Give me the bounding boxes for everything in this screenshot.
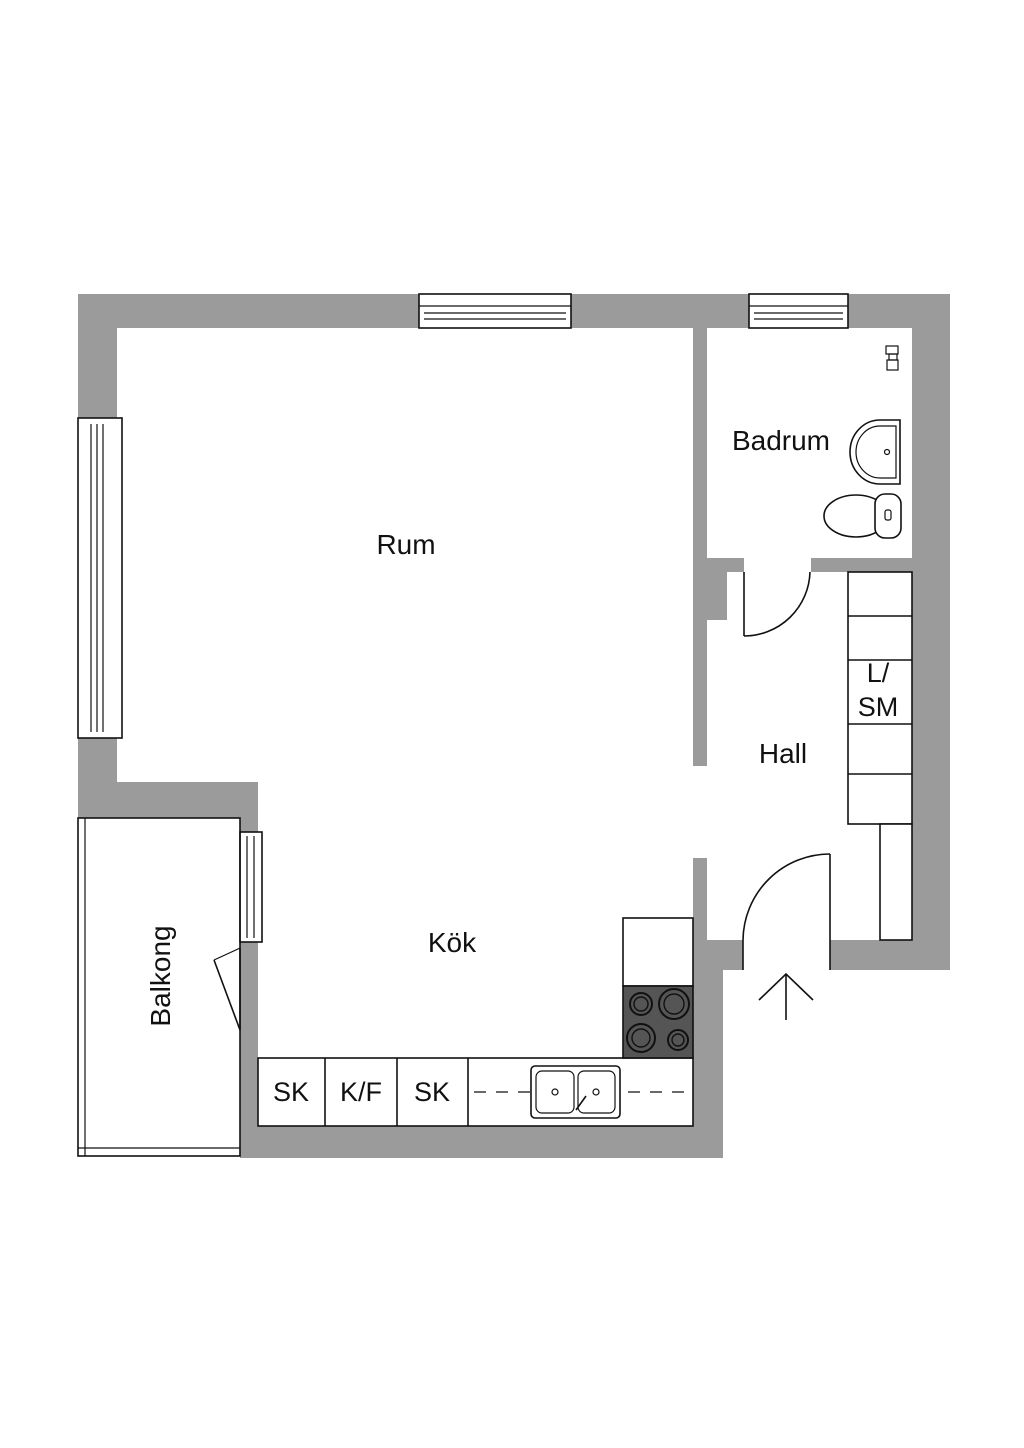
room-label-balkong: Balkong — [145, 925, 176, 1026]
fridge-freezer-label: K/F — [340, 1077, 382, 1107]
hall-wardrobes: L/ SM — [847, 571, 913, 941]
room-label-badrum: Badrum — [732, 425, 830, 456]
room-label-kok: Kök — [428, 927, 477, 958]
window-kitchen-left — [239, 831, 263, 943]
wall-bottom — [240, 1126, 723, 1158]
entrance-arrow-icon — [758, 972, 814, 1020]
wardrobe-label-line2: SM — [858, 692, 899, 722]
window-top-bath — [748, 293, 849, 329]
cabinet-label-right: SK — [414, 1077, 450, 1107]
washbasin-icon — [849, 419, 901, 485]
balcony — [77, 817, 241, 1157]
window-top-room — [418, 293, 572, 329]
entrance-door — [742, 853, 831, 970]
kitchen-counter: SK K/F SK — [257, 917, 694, 1127]
sink-icon — [530, 1065, 621, 1119]
shower-icon — [885, 345, 899, 371]
wardrobe-label-line1: L/ — [867, 658, 890, 688]
stove-icon — [622, 985, 694, 1059]
wall-kitchen-right — [693, 940, 723, 1158]
window-left-room — [77, 417, 123, 739]
bathroom-door — [743, 571, 811, 637]
room-label-hall: Hall — [759, 738, 807, 769]
room-label-rum: Rum — [376, 529, 435, 560]
cabinet-label-left: SK — [273, 1077, 309, 1107]
wall-right-corner — [934, 340, 950, 970]
toilet-icon — [823, 493, 902, 539]
